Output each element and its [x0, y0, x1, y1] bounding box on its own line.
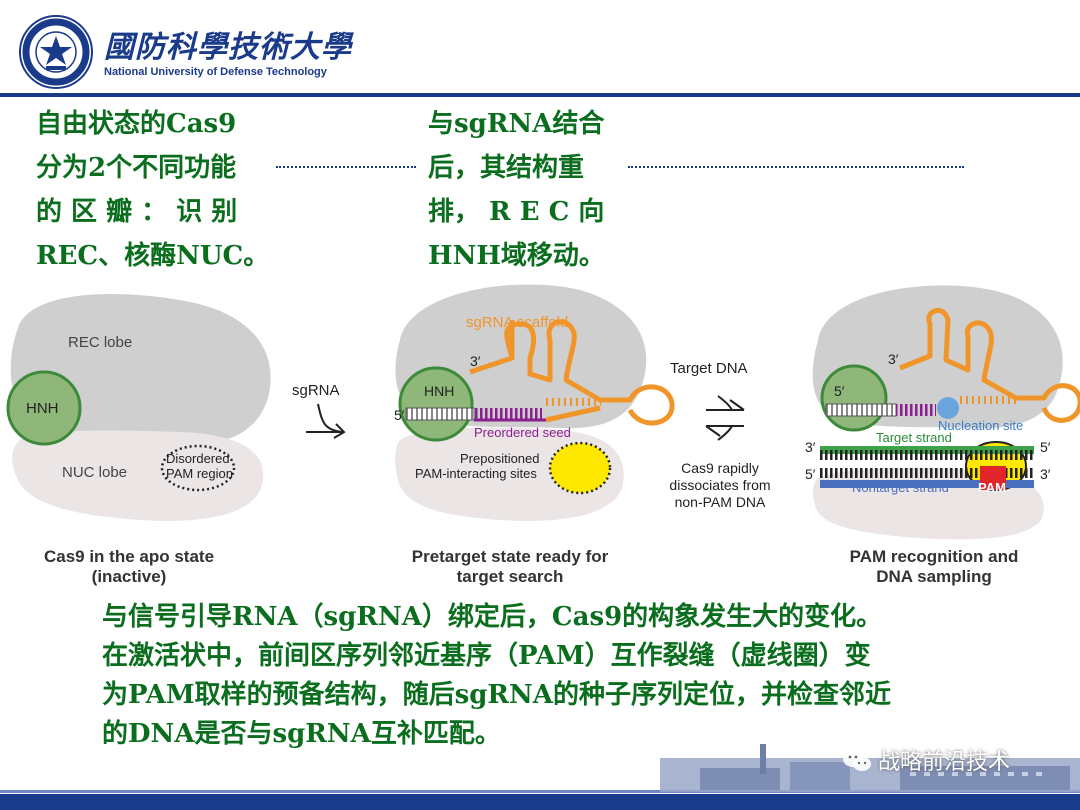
cas9-conformation-diagram: REC lobe HNH NUC lobe Disordered PAM reg…: [6, 284, 1080, 586]
header-divider: [0, 93, 1080, 97]
watermark-text: 战略前沿技术: [878, 750, 1011, 775]
dissociate-label: Cas9 rapidly: [681, 460, 759, 476]
dissociate-label: dissociates from: [669, 477, 770, 493]
panel2-caption: Pretarget state ready for: [412, 547, 609, 566]
scaffold-ticks: [960, 396, 1016, 404]
nontarget-strand-label: Nontarget strand: [852, 480, 949, 495]
panel-pam-recognition: 3′ 5′ Nucleation site Target strand 3′ 5…: [805, 285, 1080, 586]
caption-line: 为PAM取样的预备结构，随后sgRNA的种子序列定位，并检查邻近: [102, 680, 891, 710]
preordered-seed-label: Preordered seed: [474, 425, 571, 440]
left-five-prime: 5′: [805, 466, 816, 482]
nucleation-site-label: Nucleation site: [938, 418, 1023, 433]
target-dna-arrow: Target DNA Cas9 rapidly dissociates from…: [669, 360, 770, 510]
explanation-caption: 与信号引导RNA（sgRNA）绑定后，Cas9的构象发生大的变化。 在激活状中，…: [102, 598, 1002, 754]
prepositioned-label: PAM-interacting sites: [415, 466, 537, 481]
hnh-domain: [6, 370, 82, 446]
guide-strand-white: [825, 403, 897, 417]
pam-red-segment: [980, 466, 1006, 490]
nuc-lobe-label: NUC lobe: [62, 464, 127, 481]
disordered-pam-circle: [160, 444, 236, 492]
five-prime-top-label: 5′: [834, 383, 845, 399]
panel3-caption: PAM recognition and: [850, 547, 1019, 566]
seed-strand: [896, 404, 936, 416]
target-dna-label: Target DNA: [670, 360, 748, 377]
rec-lobe-label: REC lobe: [68, 334, 132, 351]
panel-pretarget-state: sgRNA scaffold 3′ HNH 5′ Preordered seed…: [394, 284, 675, 586]
nontarget-dna-strand: [820, 480, 1034, 488]
target-dna-ticks: [820, 450, 1034, 460]
note-line: REC、核酶NUC。: [36, 241, 270, 271]
note-apo-state: 自由状态的Cas9 分为2个不同功能 的 区 瓣 ： 识 别 REC、核酶NUC…: [36, 102, 272, 278]
five-prime-label: 5′: [394, 407, 405, 423]
prepositioned-label: Prepositioned: [460, 451, 540, 466]
three-prime-top-label: 3′: [888, 351, 899, 367]
dotted-connector: [628, 166, 964, 168]
scaffold-ticks: [545, 398, 601, 406]
sgrna-arrow-label: sgRNA: [292, 382, 340, 399]
note-line: 分为2个不同功能: [36, 153, 237, 183]
target-strand-label: Target strand: [876, 430, 952, 445]
university-seal-logo: [19, 15, 93, 89]
dissociate-label: non-PAM DNA: [675, 494, 766, 510]
note-line: 排， R E C 向: [428, 197, 605, 227]
preordered-seed-strand: [474, 408, 542, 420]
nontarget-dna-ticks: [820, 468, 1034, 478]
panel1-caption: Cas9 in the apo state: [44, 547, 214, 566]
caption-line: 与信号引导RNA（sgRNA）绑定后，Cas9的构象发生大的变化。: [102, 602, 883, 632]
panel-apo-state: REC lobe HNH NUC lobe Disordered PAM reg…: [6, 294, 271, 586]
hnh-label: HNH: [424, 383, 454, 399]
university-name-english: National University of Defense Technolog…: [104, 66, 327, 78]
panel1-caption: (inactive): [92, 567, 167, 586]
right-five-prime: 5′: [1040, 439, 1051, 455]
nucleation-site-marker: [937, 397, 959, 419]
nuc-lobe-shape: [12, 430, 264, 521]
pam-interacting-sites: [548, 441, 612, 495]
note-line: 与sgRNA结合: [428, 109, 605, 139]
disordered-pam-label: Disordered: [166, 451, 230, 466]
hnh-domain: [820, 364, 888, 432]
note-sgrna-binding: 与sgRNA结合 后，其结构重 排， R E C 向 HNH域移动。: [428, 102, 623, 278]
sgrna-scaffold-label: sgRNA scaffold: [466, 314, 568, 331]
pam-label: PAM: [978, 480, 1006, 495]
sgrna-scaffold: [469, 319, 675, 426]
sgrna-binding-arrow: sgRNA: [292, 382, 346, 439]
dotted-connector: [276, 166, 416, 168]
wechat-icon: [843, 751, 871, 771]
left-three-prime: 3′: [805, 439, 816, 455]
caption-line: 的DNA是否与sgRNA互补匹配。: [102, 719, 501, 749]
right-three-prime: 3′: [1040, 466, 1051, 482]
note-line: 的 区 瓣 ： 识 别: [36, 197, 238, 227]
caption-line: 在激活状中，前间区序列邻近基序（PAM）互作裂缝（虚线圈）变: [102, 641, 871, 671]
note-line: 自由状态的Cas9: [36, 109, 237, 139]
panel2-caption: target search: [457, 567, 564, 586]
three-prime-label: 3′: [470, 353, 481, 369]
panel3-caption: DNA sampling: [876, 567, 992, 586]
disordered-pam-label: PAM region: [166, 466, 233, 481]
guide-strand-white: [405, 407, 475, 421]
university-name-chinese: 國防科學技術大學: [104, 30, 352, 65]
note-line: 后，其结构重: [428, 153, 585, 183]
hnh-label: HNH: [26, 400, 59, 417]
hnh-domain: [398, 366, 474, 442]
note-line: HNH域移动。: [428, 241, 605, 271]
